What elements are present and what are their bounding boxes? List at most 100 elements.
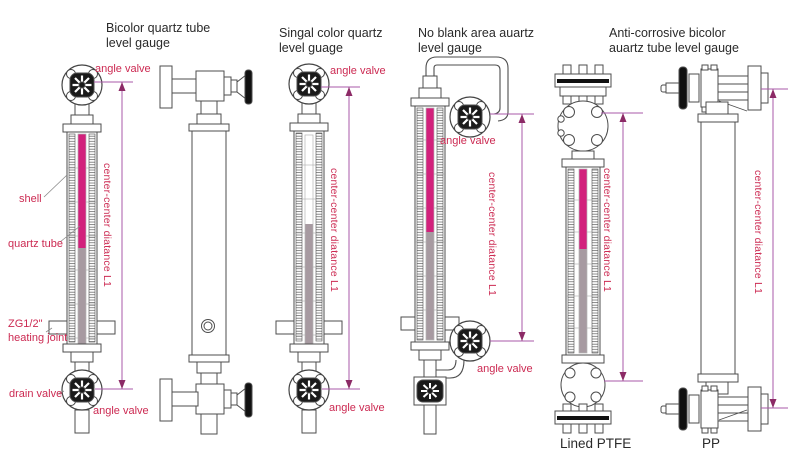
- fig2-drain-stem: [200, 413, 218, 435]
- fig3-scale-right: [315, 132, 323, 342]
- fig4-quartz-tube-gray: [426, 232, 434, 340]
- fig3-dimension-label: center-center diatance L1: [328, 168, 340, 293]
- fig4-angle-valve-bottom-label: angle valve: [477, 363, 533, 375]
- fig1-drain-stem: [74, 409, 90, 434]
- figure1-title: Bicolor quartz tube level gauge: [106, 21, 210, 51]
- fig4-top-pipe-inner: [433, 64, 501, 115]
- fig3-top-angle-valve-icon: [287, 62, 331, 106]
- fig3-bottom-angle-valve-icon: [287, 368, 331, 412]
- figure5-title-line1: Anti-corrosive bicolor: [609, 26, 726, 40]
- fig2-bottom-handwheel-icon: [244, 382, 253, 418]
- fig2-top-stem: [200, 100, 218, 115]
- fig2-top-pipe: [171, 78, 199, 94]
- figure1-title-line1: Bicolor quartz tube: [106, 21, 211, 35]
- fig6-bottom-pipe: [717, 396, 749, 422]
- fig2-top-nut2: [230, 79, 238, 93]
- figure1-drawing: [48, 63, 116, 434]
- fig6-top-valve-flange: [700, 68, 719, 108]
- fig3-scale-left: [295, 132, 303, 342]
- fig1-heating-joint-label-line2: heating joint: [8, 332, 68, 344]
- fig1-top-collar: [70, 114, 94, 125]
- fig6-top-pipe: [717, 75, 749, 101]
- fig2-bottom-valve-body: [195, 383, 225, 415]
- fig2-cylinder: [191, 130, 227, 356]
- fig6-bottom-handwheel-icon: [678, 387, 688, 431]
- fig1-shell-label: shell: [19, 193, 42, 205]
- figure4-drawing: [400, 56, 509, 435]
- fig4-drain-valve-wheel-icon: [416, 379, 444, 403]
- fig1-heating-joint-label: ZG1/2" heating joint: [8, 317, 67, 345]
- fig1-quartz-tube-red: [78, 134, 86, 248]
- fig4-scale-right: [436, 107, 444, 341]
- fig2-bottom-stem: [200, 372, 218, 385]
- fig6-top-spindle: [665, 82, 680, 94]
- fig1-heating-joint-right: [96, 320, 116, 335]
- figure3-drawing: [275, 62, 343, 434]
- fig6-bottom-spindle: [665, 403, 680, 415]
- figure3-title-line1: Singal color quartz: [279, 26, 383, 40]
- fig2-bottom-collar: [196, 361, 222, 374]
- fig4-top-collar: [418, 87, 442, 99]
- fig4-scale-left: [416, 107, 424, 341]
- fig1-heating-joint-label-line1: ZG1/2": [8, 318, 43, 330]
- figure1-title-line2: level gauge: [106, 36, 170, 50]
- fig5-quartz-tube-red: [579, 169, 587, 249]
- fig5-scale-left: [567, 168, 575, 354]
- fig4-quartz-tube-red: [426, 108, 434, 232]
- fig3-heating-joint-left: [275, 320, 295, 335]
- fig1-angle-valve-top-label: angle valve: [95, 63, 151, 75]
- fig6-bottom-flange-plate: [747, 386, 762, 432]
- fig2-bottom-flange: [159, 378, 173, 422]
- fig1-quartz-tube-gray: [78, 248, 86, 344]
- fig2-top-nut1: [223, 76, 232, 96]
- dimension-lines: [94, 81, 788, 409]
- figure5-title-line2: auartz tube level gauge: [609, 41, 739, 55]
- fig4-elbow-outer: [436, 359, 465, 379]
- figure5-title: Anti-corrosive bicolor auartz tube level…: [609, 26, 739, 56]
- figure3-title-line2: level guage: [279, 41, 343, 55]
- fig6-top-flange-plate: [747, 65, 762, 111]
- figure6-drawing: [660, 64, 769, 434]
- fig4-elbow-inner: [436, 359, 457, 371]
- fig1-tube-top-cap: [62, 123, 102, 133]
- fig1-top-neck: [74, 103, 90, 116]
- figure4-title-line1: No blank area auartz: [418, 26, 535, 40]
- fig2-top-handwheel-icon: [244, 69, 253, 105]
- fig4-top-angle-valve-icon: [448, 95, 492, 139]
- label-leader-lines: [43, 174, 81, 395]
- fig3-heating-joint-right: [323, 320, 343, 335]
- fig4-top-pipe-outer: [425, 56, 509, 122]
- fig3-drain-stem: [301, 409, 317, 434]
- fig2-cyl-bottom-cap: [188, 354, 230, 363]
- fig5-material-label: Lined PTFE: [560, 436, 632, 451]
- fig4-top-neck: [422, 75, 438, 89]
- fig6-cylinder: [700, 121, 736, 375]
- fig4-bottom-angle-valve-icon: [448, 319, 492, 363]
- fig1-scale-right: [88, 133, 96, 343]
- fig3-angle-valve-bottom-label: angle valve: [329, 402, 385, 414]
- fig6-dimension-label: center-center diatance L1: [752, 170, 764, 295]
- fig2-top-collar: [196, 113, 222, 125]
- fig4-angle-valve-top-label: angle valve: [440, 135, 496, 147]
- fig1-scale-left: [68, 133, 76, 343]
- fig5-dimension-label: center-center diatance L1: [601, 168, 613, 293]
- fig1-bottom-collar: [70, 351, 94, 363]
- figure4-title-line2: level gauge: [418, 41, 482, 55]
- fig2-top-flange: [159, 65, 173, 109]
- fig1-heating-joint-left: [48, 320, 68, 335]
- fig1-quartz-tube-label: quartz tube: [8, 238, 64, 250]
- fig4-heating-joint-left: [400, 316, 416, 331]
- fig2-cyl-top-cap: [188, 123, 230, 132]
- fig1-angle-valve-bottom-label: angle valve: [93, 405, 149, 417]
- fig3-angle-valve-top-label: angle valve: [330, 65, 386, 77]
- fig5-quartz-tube-gray: [579, 249, 587, 353]
- figure4-title: No blank area auartz level gauge: [418, 26, 534, 56]
- fig5-scale-right: [591, 168, 599, 354]
- fig6-material-label: PP: [702, 436, 721, 451]
- fig6-bottom-valve-flange: [700, 389, 719, 429]
- fig1-drain-valve-label: drain valve: [9, 388, 63, 400]
- fig6-top-handwheel-icon: [678, 66, 688, 110]
- dimension-arrows: [118, 82, 777, 408]
